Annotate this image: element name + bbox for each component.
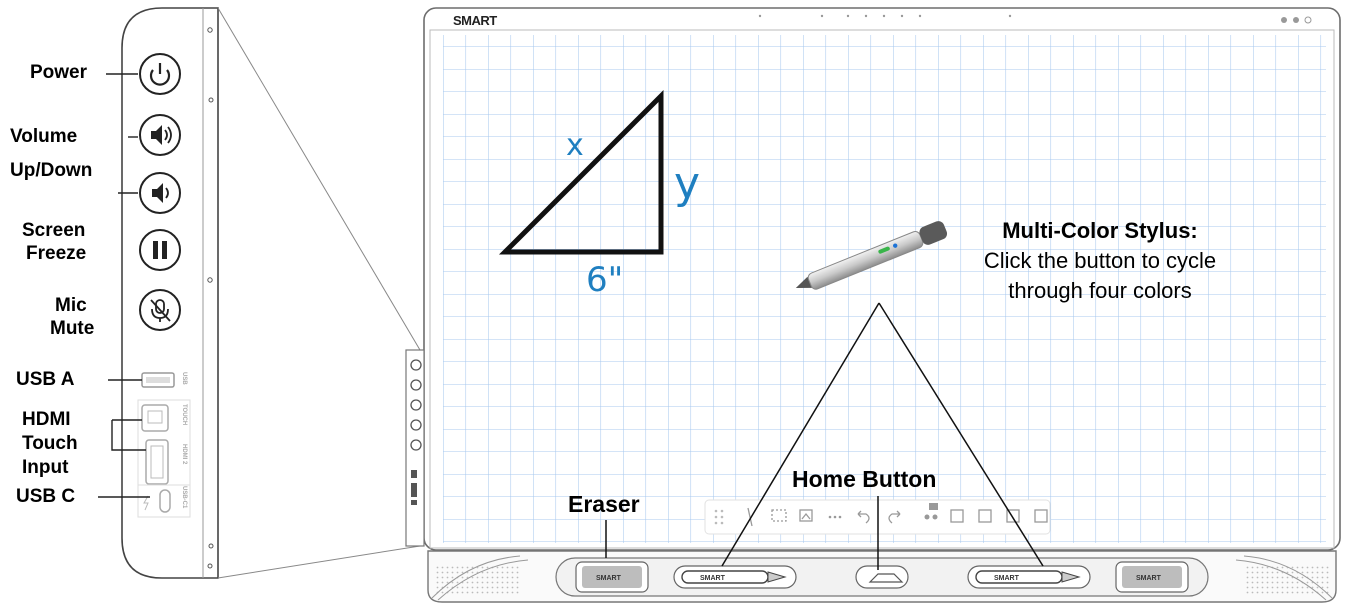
perspective-lines <box>217 7 421 579</box>
hdmi-port-text: HDMI 2 <box>181 444 187 465</box>
stylus-desc-line-1: Click the button to cycle <box>983 248 1217 273</box>
triangle-label-x: x <box>566 128 584 163</box>
power-callout: Power <box>30 62 88 83</box>
mic-callout-line-1: Mic <box>55 295 87 316</box>
mic-mute-button[interactable] <box>139 289 181 331</box>
stylus-title: Multi-Color Stylus: <box>1002 218 1198 243</box>
hdmi-callout-line-1: HDMI <box>22 409 71 430</box>
volume-down-button[interactable] <box>139 172 181 214</box>
eraser-callout: Eraser <box>568 491 640 517</box>
volume-callout-line-1: Volume <box>10 126 78 147</box>
usb-a-port[interactable] <box>141 372 175 388</box>
stylus-description: Multi-Color Stylus: Click the button to … <box>950 216 1250 306</box>
home-button[interactable] <box>855 565 909 589</box>
board-top-bar <box>758 14 1312 24</box>
freeze-callout-line-2: Freeze <box>26 243 87 264</box>
side-leader-lines <box>98 73 150 498</box>
board-side-buttons <box>405 349 425 547</box>
freeze-callout-line-1: Screen <box>22 220 86 241</box>
usbc-port-text: USB-C1 <box>181 486 187 509</box>
board-leader-lines <box>605 302 1044 570</box>
triangle-drawing <box>498 89 664 255</box>
touch-port-text: TOUCH <box>181 404 187 425</box>
triangle-label-y: y <box>674 158 701 209</box>
usb-a-callout: USB A <box>16 369 75 390</box>
hdmi-callout-line-3: Input <box>22 457 69 478</box>
pen-right[interactable]: SMART <box>967 565 1091 589</box>
volume-callout-line-2: Up/Down <box>10 160 93 181</box>
eraser-left[interactable]: SMART <box>575 561 649 593</box>
smart-logo: SMART <box>453 13 497 28</box>
usb-c-callout: USB C <box>16 486 76 507</box>
power-button[interactable] <box>139 53 181 95</box>
stylus-desc-line-2: through four colors <box>1008 278 1192 303</box>
mic-callout-line-2: Mute <box>50 318 95 339</box>
eraser-right-logo: SMART <box>1136 575 1162 582</box>
usb-port-text: USB <box>181 372 187 385</box>
hdmi-callout-line-2: Touch <box>22 433 78 454</box>
volume-up-button[interactable] <box>139 114 181 156</box>
usb-c-port[interactable] <box>137 484 191 518</box>
pen-right-logo: SMART <box>994 575 1020 582</box>
eraser-left-logo: SMART <box>596 575 622 582</box>
pen-left-logo: SMART <box>700 575 726 582</box>
eraser-right[interactable]: SMART <box>1115 561 1189 593</box>
stylus-pen-image <box>795 221 948 290</box>
home-button-callout: Home Button <box>792 466 937 492</box>
screen-freeze-button[interactable] <box>139 229 181 271</box>
pen-left[interactable]: SMART <box>673 565 797 589</box>
whiteboard-grid <box>443 35 1326 543</box>
triangle-label-base: 6" <box>586 260 624 300</box>
